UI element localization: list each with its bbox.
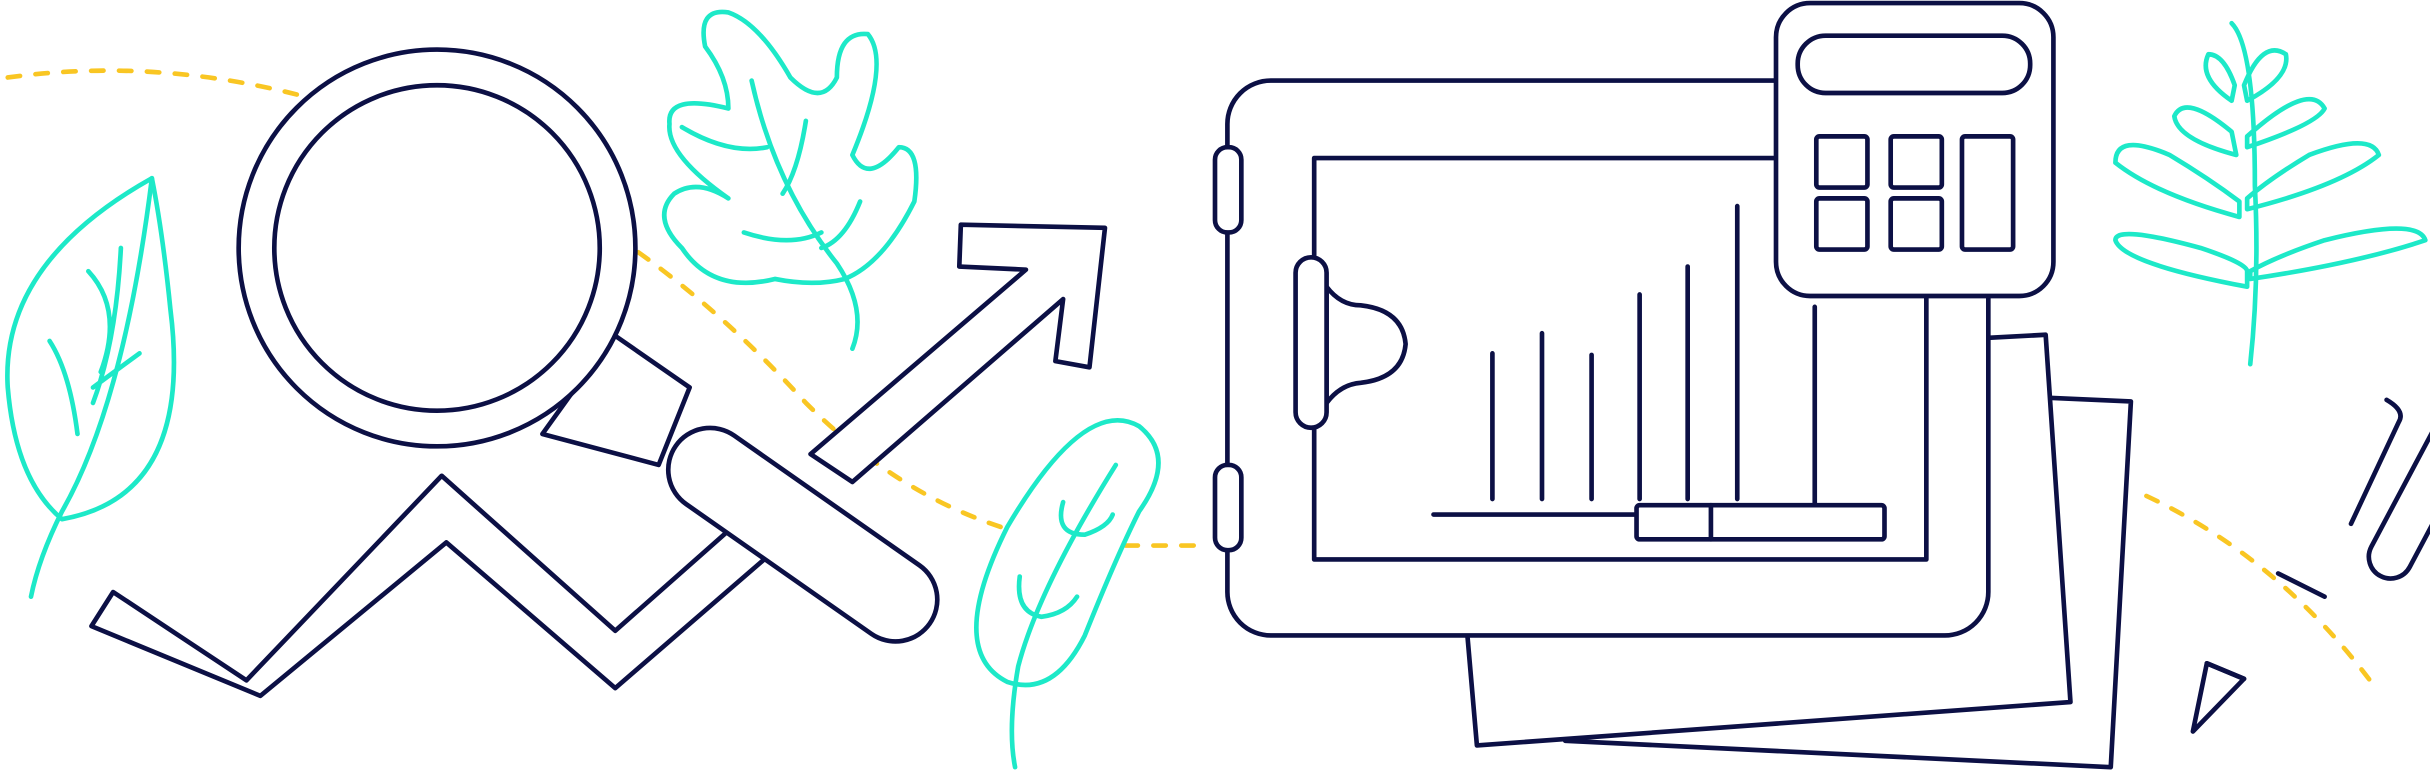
top-leaves <box>661 9 919 352</box>
slider-bar <box>1634 502 1887 542</box>
pen <box>2190 249 2430 734</box>
magnifier-handle <box>665 425 940 644</box>
calculator <box>1773 0 2056 299</box>
left-leaf <box>5 175 177 599</box>
right-fern <box>2113 20 2428 367</box>
tablet-side-button <box>1212 462 1244 553</box>
magnifying-glass <box>236 47 692 468</box>
calculator-display <box>1795 33 2033 96</box>
magnifier-lens <box>271 82 603 414</box>
tablet-side-button <box>1212 144 1244 235</box>
feather-leaf <box>974 417 1161 770</box>
